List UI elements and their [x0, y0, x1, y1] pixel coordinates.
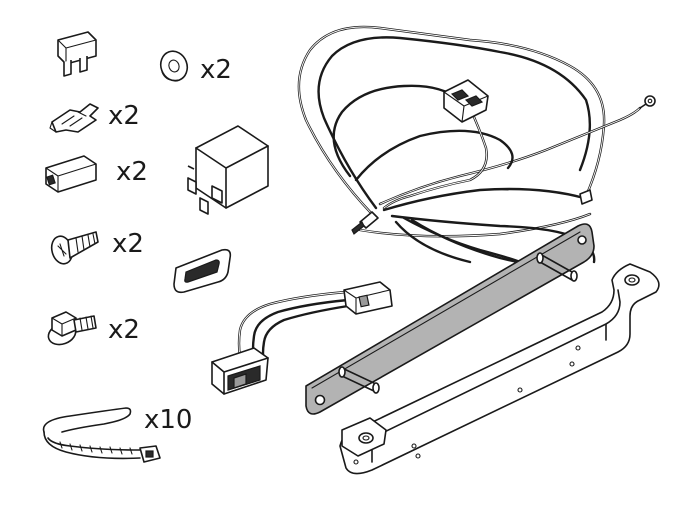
wire-tap-connector-icon	[49, 103, 99, 133]
wiring-harness-icon	[297, 25, 656, 268]
terminal-cover-qty: x2	[116, 157, 148, 187]
grommet-icon	[173, 248, 232, 294]
mounting-bracket-icon	[339, 263, 660, 475]
flange-bolt-qty: x2	[108, 315, 140, 345]
screw-qty: x2	[112, 229, 144, 259]
washer-icon	[159, 50, 189, 82]
blade-fuse-icon	[57, 31, 97, 77]
wire-tap-qty: x2	[108, 101, 140, 131]
screw-icon	[50, 231, 99, 265]
cable-tie-icon	[42, 407, 161, 463]
flange-bolt-icon	[47, 311, 97, 346]
cable-tie-qty: x10	[144, 405, 192, 435]
washer-qty: x2	[200, 55, 232, 85]
relay-icon	[187, 125, 269, 215]
terminal-cover-icon	[45, 155, 97, 193]
rocker-switch-icon	[211, 281, 393, 395]
mounting-bar-icon	[305, 223, 595, 415]
